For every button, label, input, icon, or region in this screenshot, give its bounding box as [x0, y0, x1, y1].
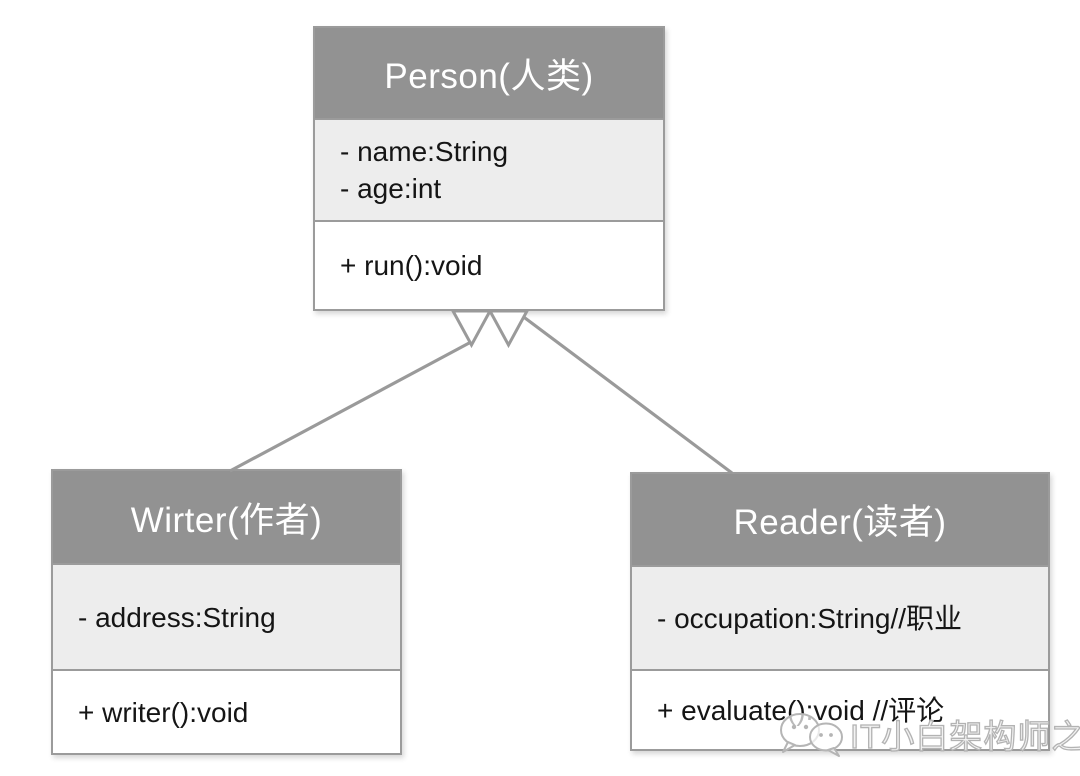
inheritance-line-reader — [520, 313, 733, 475]
attribute-row: - occupation:String//职业 — [657, 602, 963, 634]
attribute-row: - name:String — [340, 136, 509, 167]
class-attributes-person: - name:String - age:int — [315, 118, 663, 220]
class-title-wirter: Wirter(作者) — [53, 471, 400, 563]
class-title-person: Person(人类) — [315, 28, 663, 118]
class-box-reader: Reader(读者) - occupation:String//职业 + eva… — [630, 472, 1050, 751]
method-row: + run():void — [340, 250, 483, 281]
class-methods-wirter: + writer():void — [53, 669, 400, 753]
class-box-wirter: Wirter(作者) - address:String + writer():v… — [51, 469, 402, 755]
class-methods-reader: + evaluate():void //评论 — [632, 669, 1048, 749]
method-row: + writer():void — [78, 696, 249, 728]
attribute-row: - address:String — [78, 601, 276, 633]
class-attributes-reader: - occupation:String//职业 — [632, 565, 1048, 669]
generalization-arrow-right — [487, 309, 530, 349]
attribute-row: - age:int — [340, 173, 442, 204]
class-box-person: Person(人类) - name:String - age:int + run… — [313, 26, 665, 311]
generalization-arrow-left — [450, 309, 493, 349]
class-attributes-wirter: - address:String — [53, 563, 400, 669]
class-methods-person: + run():void — [315, 220, 663, 309]
class-title-reader: Reader(读者) — [632, 474, 1048, 565]
inheritance-line-wirter — [229, 340, 472, 473]
method-row: + evaluate():void //评论 — [657, 694, 945, 726]
